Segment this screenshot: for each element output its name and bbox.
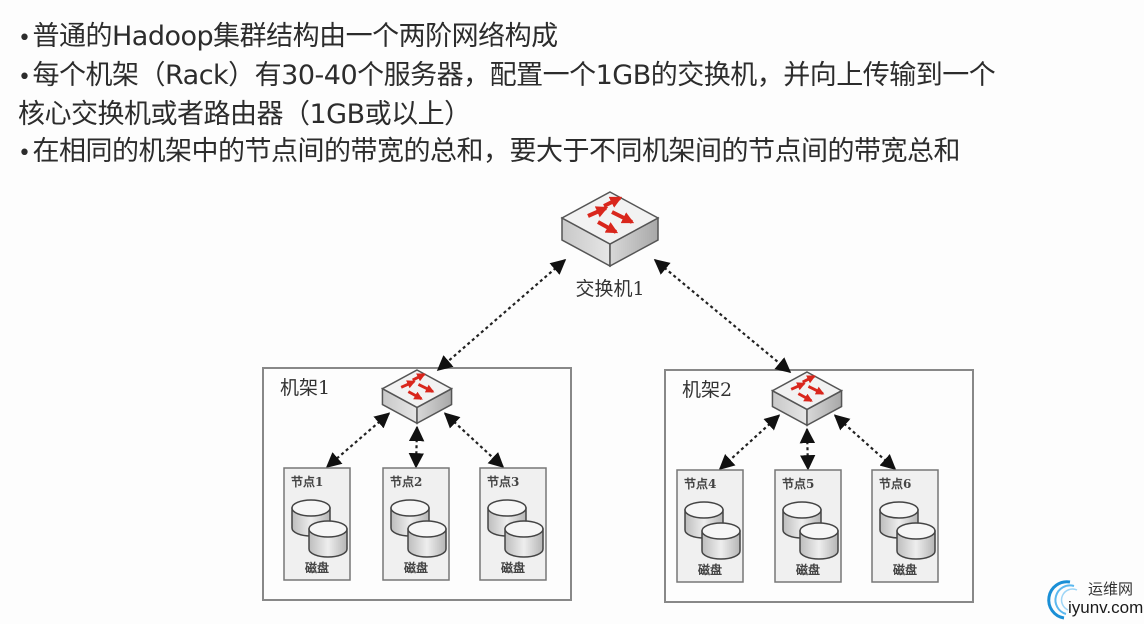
node-节点3: 节点3 磁盘: [479, 467, 547, 581]
disk-label: 磁盘: [892, 562, 917, 577]
node-节点1: 节点1 磁盘: [283, 467, 351, 581]
node-节点5: 节点5 磁盘: [774, 469, 842, 583]
node-label: 节点3: [487, 474, 519, 489]
node-label: 节点4: [684, 476, 716, 491]
downlink-节点4: [718, 414, 781, 471]
links: [325, 258, 897, 471]
rack-2-switch: [770, 371, 844, 427]
downlink-节点1: [325, 412, 391, 469]
node-节点4: 节点4 磁盘: [676, 469, 744, 583]
watermark-logo: 运维网 iyunv.com: [1040, 574, 1144, 624]
node-label: 节点1: [291, 474, 323, 489]
switch-arrows-icon: [587, 196, 635, 234]
disk-label: 磁盘: [795, 562, 820, 577]
downlink-节点6: [833, 414, 897, 471]
node-label: 节点6: [879, 476, 911, 491]
rack-1-switch: [380, 369, 454, 425]
disk-icon: [390, 499, 447, 558]
watermark-cn: 运维网: [1088, 580, 1134, 598]
disk-label: 磁盘: [697, 562, 722, 577]
switch-arrows-icon: [790, 375, 825, 403]
disk-icon: [782, 501, 839, 560]
downlink-节点3: [443, 412, 505, 469]
bullet-2-continuation: 核心交换机或者路由器（1GB或以上）: [18, 99, 471, 130]
uplink-rack-2: [653, 259, 792, 373]
downlink-节点5: [799, 427, 816, 471]
disk-icon: [487, 499, 544, 558]
disk-label: 磁盘: [403, 560, 428, 575]
disk-icon: [684, 501, 741, 560]
logo-swirl-icon: [1047, 580, 1078, 620]
disk-icon: [879, 501, 936, 560]
node-节点2: 节点2 磁盘: [382, 467, 450, 581]
bullet-1: •普通的Hadoop集群结构由一个两阶网络构成: [18, 21, 558, 52]
bullet-3: •在相同的机架中的节点间的带宽的总和，要大于不同机架间的节点间的带宽总和: [18, 136, 960, 167]
bullet-2: •每个机架（Rack）有30-40个服务器，配置一个1GB的交换机，并向上传输到…: [18, 60, 996, 91]
disk-icon: [291, 499, 348, 558]
disk-label: 磁盘: [500, 560, 525, 575]
uplink-rack-1: [436, 258, 567, 372]
watermark-en: iyunv.com: [1068, 598, 1144, 617]
core-switch: [560, 191, 660, 268]
nodes: 节点1 磁盘 节点2 磁盘 节点3 磁盘 节点4 磁盘 节点5 磁盘 节点6 磁盘: [283, 467, 939, 583]
core-switch-label: 交换机1: [575, 278, 644, 300]
switch-arrows-icon: [400, 373, 435, 401]
rack-2-label: 机架2: [682, 379, 732, 401]
switches: [380, 191, 844, 427]
node-label: 节点2: [390, 474, 422, 489]
node-节点6: 节点6 磁盘: [871, 469, 939, 583]
downlink-节点2: [408, 425, 425, 469]
disk-label: 磁盘: [304, 560, 329, 575]
rack-1-label: 机架1: [280, 377, 330, 399]
node-label: 节点5: [782, 476, 814, 491]
bullet-list: •普通的Hadoop集群结构由一个两阶网络构成 •每个机架（Rack）有30-4…: [18, 18, 1138, 172]
